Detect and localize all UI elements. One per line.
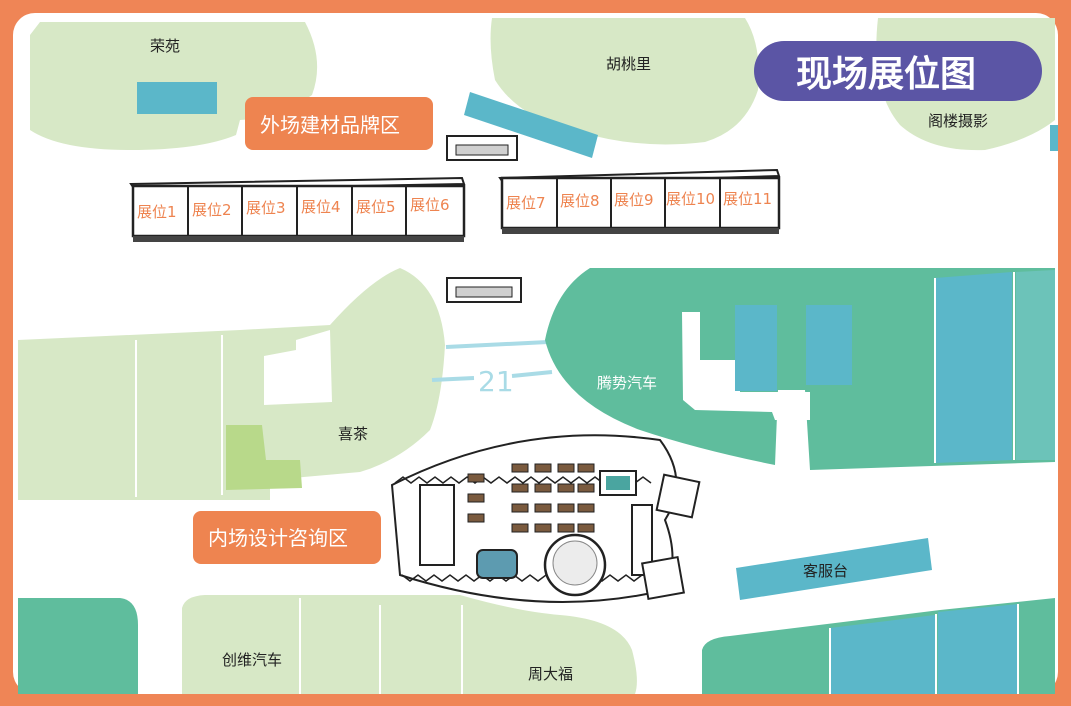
park-tengshi <box>545 268 1055 470</box>
table <box>557 523 575 533</box>
label-kefutai: 客服台 <box>803 562 848 580</box>
blue-tile <box>938 604 1018 694</box>
title-badge <box>754 41 1042 101</box>
white-path <box>264 330 332 405</box>
booth-label: 展位4 <box>301 198 341 216</box>
hall-counter-right <box>631 504 653 576</box>
bench-top-inner <box>455 144 509 156</box>
zone-label-outdoor: 外场建材品牌区 <box>260 113 400 137</box>
table <box>577 483 595 493</box>
blue-tile <box>935 272 1012 463</box>
table <box>534 483 552 493</box>
booth-label: 展位10 <box>666 190 715 208</box>
hall-kiosk <box>640 555 686 601</box>
service-desk <box>736 538 932 600</box>
booth-label: 展位6 <box>410 196 450 214</box>
blue-edge-right <box>1050 125 1058 151</box>
blue-tile <box>1016 270 1055 460</box>
blue-tile <box>830 615 935 694</box>
hall-tables <box>467 463 595 533</box>
table <box>557 463 575 473</box>
white-notch <box>682 312 810 420</box>
park-xicha <box>18 268 445 500</box>
hall-kiosk <box>655 473 701 519</box>
indoor-hall <box>390 434 701 603</box>
hall-round-stage-inner <box>552 540 598 586</box>
lime-block <box>226 425 302 490</box>
table <box>577 503 595 513</box>
park-bottom-left <box>18 598 138 694</box>
road-line <box>445 340 549 349</box>
booth-label: 展位1 <box>137 203 177 221</box>
booth-label: 展位2 <box>192 201 232 219</box>
table <box>511 503 529 513</box>
strip-blue-top <box>464 92 598 158</box>
label-gelou: 阁楼摄影 <box>928 112 988 130</box>
table <box>511 523 529 533</box>
table <box>534 503 552 513</box>
table <box>511 463 529 473</box>
table <box>511 483 529 493</box>
hall-screen-inner <box>606 476 630 490</box>
hall-zigzag-bottom <box>401 574 643 582</box>
table <box>534 463 552 473</box>
zone-badge-indoor <box>193 511 381 564</box>
pool-rongyuan <box>137 82 217 114</box>
booth-label: 展位3 <box>246 199 286 217</box>
booth-label: 展位5 <box>356 198 396 216</box>
table <box>467 513 485 523</box>
label-tengshi: 腾势汽车 <box>597 374 657 392</box>
label-xicha: 喜茶 <box>338 425 368 443</box>
booth-label: 展位11 <box>723 190 772 208</box>
label-rongyuan: 荣苑 <box>150 37 180 55</box>
booth-label: 展位7 <box>506 194 546 212</box>
bench-mid-inner <box>455 286 513 298</box>
hall-sofa <box>476 549 518 579</box>
map-title: 现场展位图 <box>796 54 976 95</box>
table <box>577 463 595 473</box>
table <box>467 473 485 483</box>
table <box>557 483 575 493</box>
booth-row-right-body <box>500 176 781 230</box>
table <box>557 503 575 513</box>
table <box>534 523 552 533</box>
zone-label-indoor: 内场设计咨询区 <box>208 526 348 550</box>
road-line <box>511 370 553 378</box>
booth-row-left-base <box>133 236 464 242</box>
road-marking: 21 <box>478 365 514 398</box>
label-hutaoli: 胡桃里 <box>606 55 651 73</box>
table <box>577 523 595 533</box>
road-line <box>431 376 475 382</box>
zone-badge-outdoor <box>245 97 433 150</box>
label-zhoudafu: 周大福 <box>528 665 573 683</box>
booth-row-right: 展位7 展位8 展位9 展位10 展位11 <box>498 168 781 234</box>
booth-row-right-base <box>502 228 779 234</box>
label-chuangwei: 创维汽车 <box>222 651 282 669</box>
park-bottom-mid <box>182 595 637 694</box>
hall-counter-left <box>419 484 455 566</box>
booth-label: 展位9 <box>614 191 654 209</box>
booth-row-left: 展位1 展位2 展位3 展位4 展位5 展位6 <box>129 176 466 242</box>
blue-tile <box>735 305 777 391</box>
table <box>467 493 485 503</box>
blue-tile <box>806 305 852 385</box>
park-hutaoli <box>490 18 759 145</box>
booth-label: 展位8 <box>560 192 600 210</box>
